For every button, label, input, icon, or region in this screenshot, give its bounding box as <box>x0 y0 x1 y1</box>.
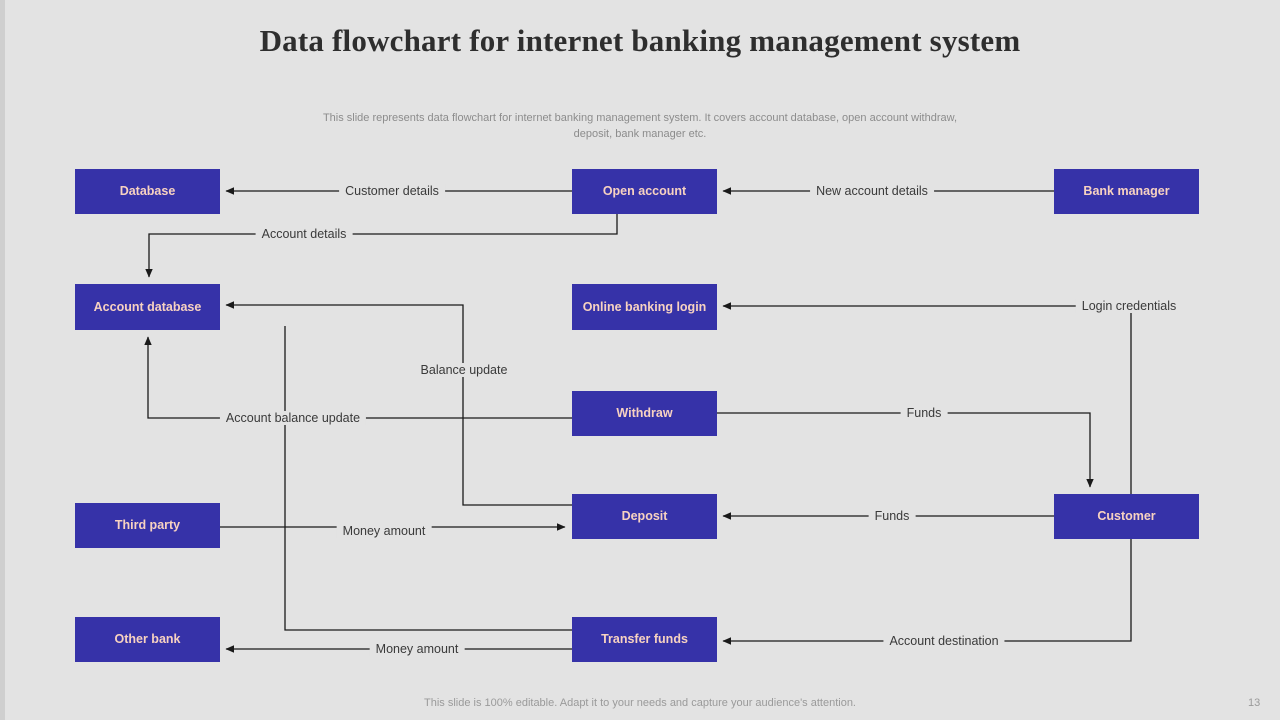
edge-label-new-account-details: New account details <box>810 184 934 198</box>
node-transfer-funds[interactable]: Transfer funds <box>572 617 717 662</box>
slide-footer-note: This slide is 100% editable. Adapt it to… <box>424 697 856 709</box>
edge-label-account-destination: Account destination <box>883 634 1005 648</box>
edge-account-details <box>145 214 618 278</box>
edge-label-money-amount-deposit: Money amount <box>336 524 432 538</box>
node-third-party[interactable]: Third party <box>75 503 220 548</box>
node-online-banking-login[interactable]: Online banking login <box>572 284 717 330</box>
page-title: Data flowchart for internet banking mana… <box>259 23 1021 58</box>
node-customer[interactable]: Customer <box>1054 494 1199 539</box>
node-withdraw[interactable]: Withdraw <box>572 391 717 436</box>
edge-label-customer-details: Customer details <box>339 184 445 198</box>
edge-label-funds-withdraw: Funds <box>900 406 948 420</box>
page-number: 13 <box>1248 697 1261 709</box>
edge-funds-withdraw-customer <box>717 412 1094 488</box>
left-accent-bar <box>0 0 5 720</box>
edge-balance-update <box>225 301 572 506</box>
edge-label-account-balance-update: Account balance update <box>219 411 367 425</box>
edge-login-credentials <box>722 302 1132 494</box>
edge-label-balance-update: Balance update <box>414 363 514 377</box>
edge-account-destination <box>722 539 1132 645</box>
edge-label-money-amount-other-bank: Money amount <box>369 642 465 656</box>
node-bank-manager[interactable]: Bank manager <box>1054 169 1199 214</box>
node-deposit[interactable]: Deposit <box>572 494 717 539</box>
edge-label-account-details: Account details <box>255 227 353 241</box>
node-other-bank[interactable]: Other bank <box>75 617 220 662</box>
node-account-database[interactable]: Account database <box>75 284 220 330</box>
edge-account-balance-update <box>144 336 572 419</box>
page-subtitle: This slide represents data flowchart for… <box>322 112 958 140</box>
edge-label-login-credentials: Login credentials <box>1075 299 1183 313</box>
edge-label-funds-deposit: Funds <box>868 509 916 523</box>
node-database[interactable]: Database <box>75 169 220 214</box>
node-open-account[interactable]: Open account <box>572 169 717 214</box>
